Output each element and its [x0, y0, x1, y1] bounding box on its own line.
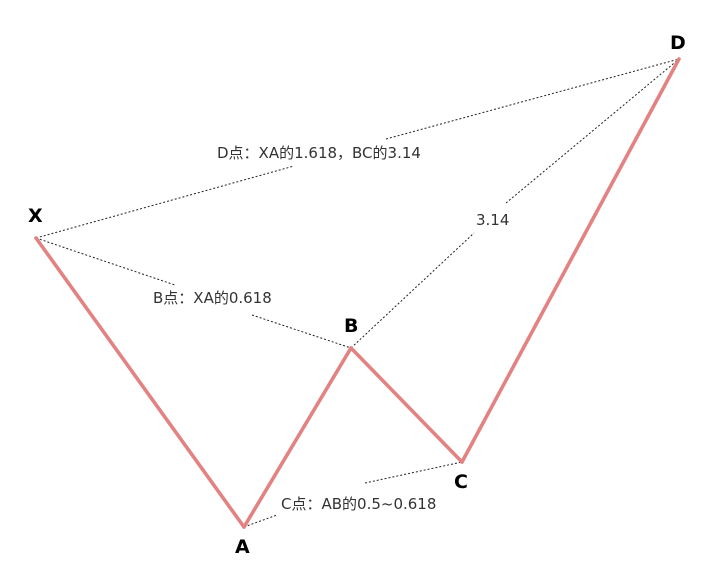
wave-leg-xa	[34, 236, 246, 529]
ratio-line-xb-left	[35, 237, 176, 286]
point-label-d: D	[670, 32, 686, 54]
ratio-line-bd-upper	[505, 58, 680, 204]
ratio-label-d: D点：XA的1.618，BC的3.14	[217, 144, 421, 162]
ratio-line-ac-left	[243, 514, 278, 528]
ratio-label-b: B点：XA的0.618	[153, 289, 272, 307]
ratio-line-xd-right	[385, 58, 680, 140]
ratio-label-c: C点：AB的0.5~0.618	[281, 495, 436, 513]
ratio-line-ac-right	[364, 461, 463, 484]
ratio-line-xd-left	[35, 165, 295, 239]
ratio-lines	[35, 58, 680, 528]
ratio-label-bd: 3.14	[476, 211, 509, 229]
point-label-a: A	[235, 536, 250, 558]
wave-leg-cd	[460, 57, 681, 464]
point-label-c: C	[454, 471, 468, 493]
wave-leg-bc	[349, 346, 464, 464]
wave-leg-ab	[242, 346, 353, 529]
ratio-labels: D点：XA的1.618，BC的3.14 3.14 B点：XA的0.618 C点：…	[153, 144, 509, 513]
point-labels: X A B C D	[28, 32, 686, 558]
ratio-line-xb-right	[251, 314, 352, 349]
ratio-line-bd-lower	[350, 232, 475, 349]
wave-path	[34, 57, 681, 529]
point-label-x: X	[28, 205, 43, 227]
point-label-b: B	[344, 315, 358, 337]
